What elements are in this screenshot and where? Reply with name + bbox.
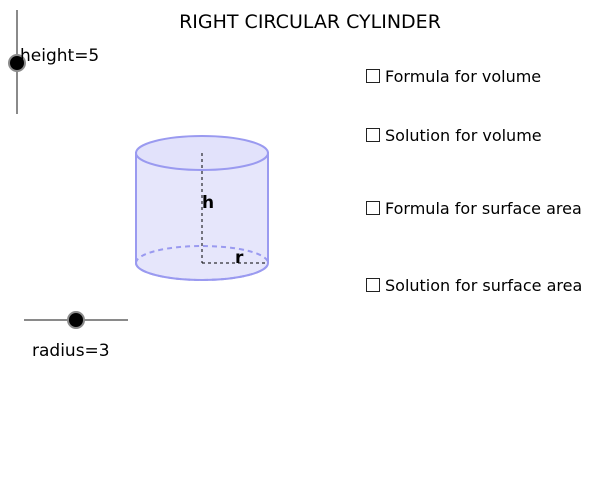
checkbox-box[interactable] (366, 69, 380, 83)
checkbox-box[interactable] (366, 201, 380, 215)
cylinder-bottom-front-edge (135, 262, 269, 281)
radius-slider-label: radius=3 (32, 341, 110, 361)
radius-slider-handle[interactable] (67, 311, 85, 329)
solution-surface-area-label: Solution for surface area (385, 276, 583, 295)
radius-slider[interactable] (24, 309, 128, 331)
cylinder-bottom-hidden-edge (135, 245, 269, 264)
cylinder-drawing: h r (135, 135, 269, 281)
height-slider-label: height=5 (20, 46, 100, 66)
page-title: RIGHT CIRCULAR CYLINDER (179, 11, 441, 33)
height-slider[interactable] (5, 10, 29, 116)
formula-volume-label: Formula for volume (385, 67, 542, 86)
radius-symbol: r (235, 248, 244, 268)
formula-surface-area-label: Formula for surface area (385, 199, 582, 218)
solution-surface-area-checkbox[interactable]: Solution for surface area (366, 276, 582, 295)
solution-volume-checkbox[interactable]: Solution for volume (366, 126, 542, 145)
checkbox-box[interactable] (366, 278, 380, 292)
solution-volume-label: Solution for volume (385, 126, 542, 145)
formula-volume-checkbox[interactable]: Formula for volume (366, 67, 541, 86)
formula-surface-area-checkbox[interactable]: Formula for surface area (366, 199, 582, 218)
checkbox-box[interactable] (366, 128, 380, 142)
height-symbol: h (202, 193, 214, 213)
height-slider-handle[interactable] (8, 54, 26, 72)
